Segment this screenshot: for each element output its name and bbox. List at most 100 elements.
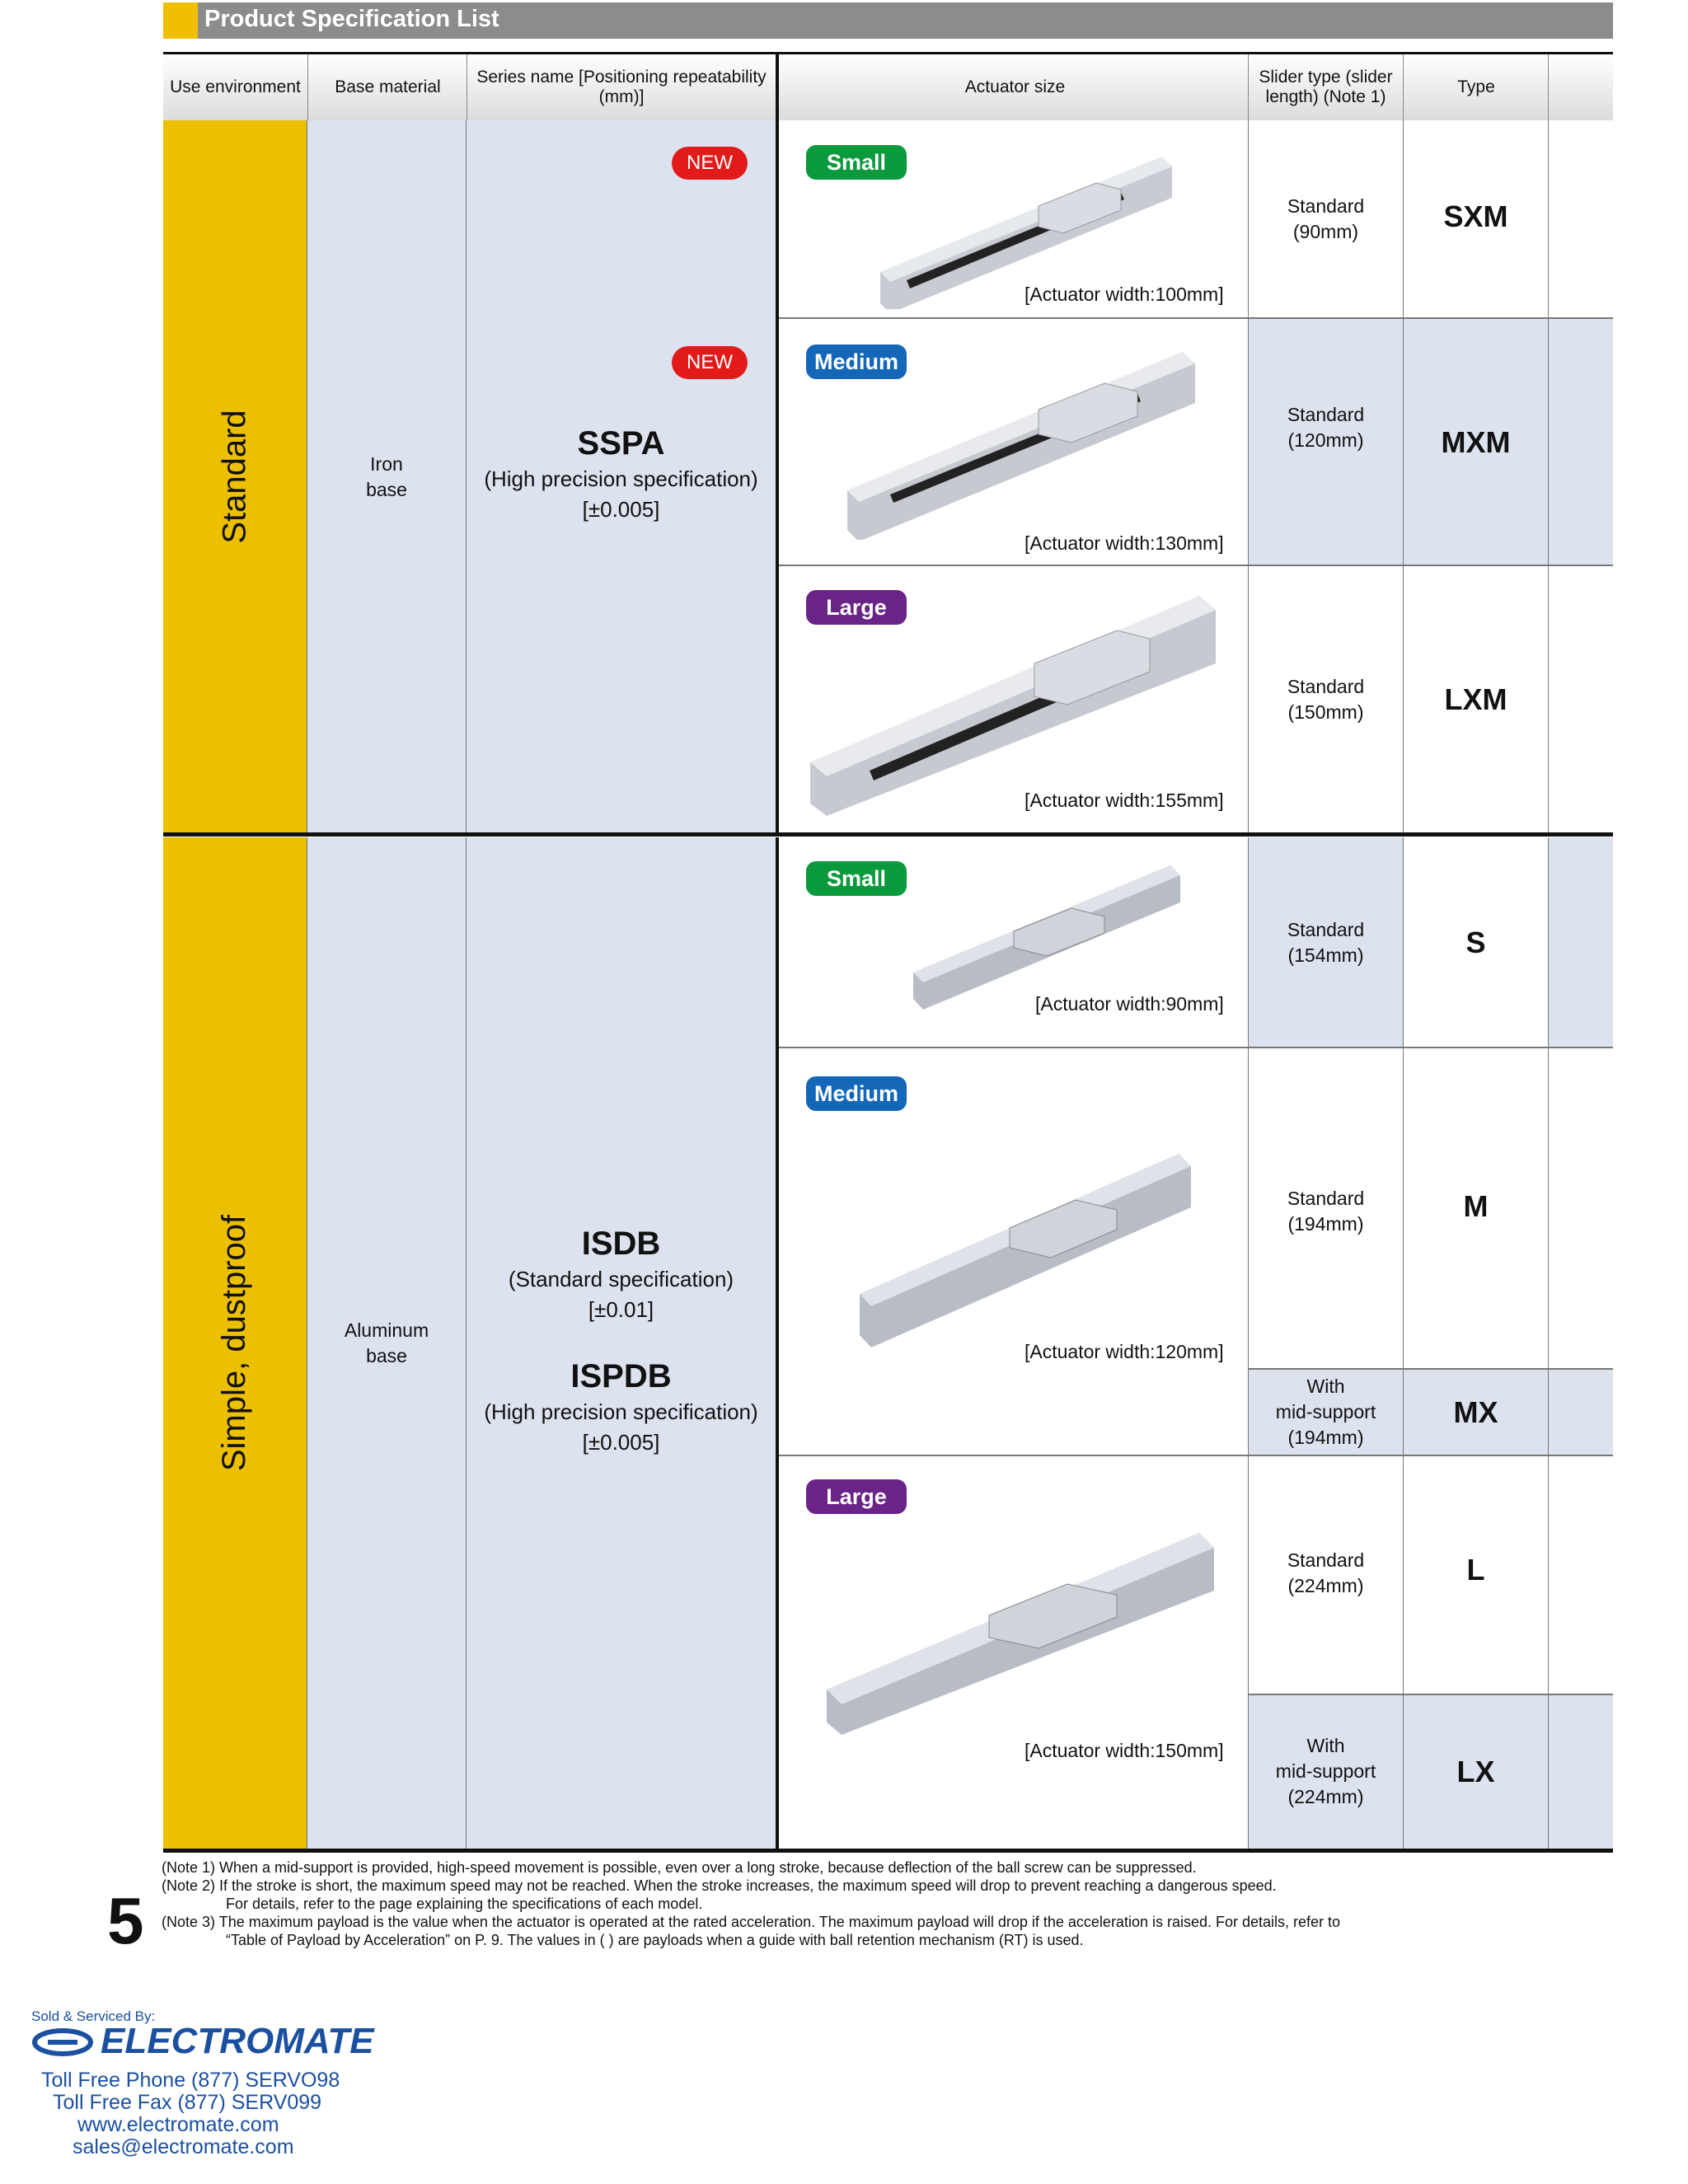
slider-cell-sxm: Standard (90mm): [1249, 120, 1404, 318]
slider-length: (150mm): [1287, 701, 1364, 723]
series-repeatability: [±0.01]: [588, 1296, 654, 1322]
base-material-iron: Iron base: [307, 120, 467, 833]
series-spec: (High precision specification): [484, 1399, 758, 1424]
type-mxm: MXM: [1404, 318, 1549, 565]
actuator-image-lxm: [810, 596, 1216, 816]
size-badge-medium: Medium: [806, 344, 907, 379]
actuator-image-sxm: [880, 157, 1172, 309]
note-3: (Note 3) The maximum payload is the valu…: [162, 1914, 1341, 1930]
row-divider: [779, 1047, 1613, 1048]
footer-website[interactable]: www.electromate.com: [77, 2113, 279, 2136]
header-base-material: Base material: [307, 54, 467, 120]
series-sspa: SSPA (High precision specification) [±0.…: [467, 120, 776, 833]
type-l: L: [1404, 1455, 1549, 1694]
env-standard: Standard: [163, 120, 307, 833]
slider-type: With: [1306, 1735, 1345, 1756]
size-badge-large: Large: [806, 590, 907, 625]
env-label: Simple, dustproof: [216, 1214, 253, 1472]
base-label: Aluminum base: [344, 1319, 429, 1366]
actuator-image-m: [860, 1154, 1191, 1347]
slider-cell-s: Standard (154mm): [1249, 837, 1404, 1047]
actuator-width-label: [Actuator width:130mm]: [1025, 532, 1224, 554]
series-spec: (High precision specification): [484, 466, 758, 491]
actuator-width-label: [Actuator width:150mm]: [1025, 1740, 1224, 1761]
header-series-name: Series name [Positioning repeatability (…: [467, 54, 776, 120]
extra-cell: [1549, 565, 1613, 833]
slider-type: Standard: [1287, 404, 1365, 425]
slider-mid-support: mid-support: [1275, 1760, 1376, 1782]
note-2-cont: For details, refer to the page explainin…: [226, 1896, 703, 1912]
slider-length: (194mm): [1287, 1427, 1364, 1448]
extra-cell: [1549, 1694, 1613, 1849]
type-lxm: LXM: [1404, 565, 1549, 833]
footer-phone: Toll Free Phone (877) SERVO98: [41, 2069, 340, 2092]
slider-type: Standard: [1287, 1188, 1365, 1209]
series-repeatability: [±0.005]: [582, 497, 660, 522]
series-isdb-ispdb: ISDB (Standard specification) [±0.01] IS…: [467, 837, 776, 1849]
slider-cell-mx: With mid-support (194mm): [1249, 1369, 1404, 1455]
header-slider-type: Slider type (slider length) (Note 1): [1248, 54, 1403, 120]
actuator-image-l: [827, 1533, 1214, 1735]
type-sxm: SXM: [1404, 120, 1549, 318]
group-divider: [163, 832, 1613, 837]
slider-length: (224mm): [1287, 1575, 1364, 1596]
slider-type: Standard: [1287, 675, 1365, 697]
note-2: (Note 2) If the stroke is short, the max…: [162, 1877, 1277, 1894]
header-actuator-size: Actuator size: [776, 54, 1251, 120]
section-title: Product Specification List: [204, 6, 499, 32]
slider-cell-mxm: Standard (120mm): [1249, 318, 1404, 565]
slider-length: (154mm): [1287, 944, 1364, 966]
slider-type: Standard: [1287, 1549, 1365, 1571]
slider-length: (120mm): [1287, 429, 1364, 451]
env-simple-dustproof: Simple, dustproof: [163, 837, 307, 1849]
slider-length: (90mm): [1292, 221, 1359, 242]
type-s: S: [1404, 837, 1549, 1047]
type-mx: MX: [1404, 1369, 1549, 1455]
actuator-width-label: [Actuator width:90mm]: [1035, 993, 1224, 1015]
series-repeatability: [±0.005]: [582, 1429, 660, 1455]
table-header: Use environment Base material Series nam…: [163, 52, 1613, 124]
actuator-width-label: [Actuator width:155mm]: [1025, 790, 1224, 811]
series-name: ISPDB: [570, 1357, 672, 1394]
extra-cell: [1549, 1455, 1613, 1694]
type-m: M: [1404, 1047, 1549, 1369]
slider-type: Standard: [1287, 195, 1365, 217]
row-divider: [779, 565, 1613, 566]
sold-serviced-label: Sold & Serviced By:: [31, 2008, 156, 2024]
actuator-image-mxm: [847, 352, 1195, 540]
series-name: SSPA: [577, 425, 665, 462]
page-number: 5: [107, 1884, 144, 1957]
footer-email[interactable]: sales@electromate.com: [73, 2135, 294, 2158]
extra-cell: [1549, 318, 1613, 565]
header-use-environment: Use environment: [170, 77, 301, 96]
size-badge-small: Small: [806, 861, 907, 896]
actuator-image-s: [913, 865, 1180, 1010]
brand-name: ELECTROMATE: [101, 2021, 374, 2061]
size-badge-small: Small: [806, 145, 907, 180]
title-accent: [163, 2, 198, 39]
slider-cell-lxm: Standard (150mm): [1249, 565, 1404, 833]
actuator-width-label: [Actuator width:100mm]: [1025, 284, 1224, 305]
base-label: Iron base: [366, 452, 407, 500]
table-bottom-border: [163, 1849, 1613, 1853]
size-badge-large: Large: [806, 1479, 907, 1514]
section-title-bar: Product Specification List: [163, 2, 1613, 39]
extra-cell: [1549, 1369, 1613, 1455]
slider-mid-support: mid-support: [1275, 1401, 1376, 1422]
env-label: Standard: [216, 410, 253, 544]
row-divider: [779, 1455, 1613, 1456]
slider-cell-lx: With mid-support (224mm): [1249, 1694, 1404, 1849]
actuator-width-label: [Actuator width:120mm]: [1025, 1341, 1224, 1362]
row-divider: [1249, 1368, 1613, 1370]
new-badge: NEW: [672, 147, 748, 180]
slider-type: Standard: [1287, 918, 1365, 940]
row-divider: [779, 317, 1613, 319]
base-material-aluminum: Aluminum base: [307, 837, 467, 1849]
slider-cell-m: Standard (194mm): [1249, 1047, 1404, 1369]
series-spec: (Standard specification): [508, 1266, 734, 1291]
header-type: Type: [1403, 54, 1549, 120]
extra-cell: [1549, 1047, 1613, 1369]
series-name: ISDB: [581, 1225, 661, 1262]
electromate-logo-icon: [32, 2028, 93, 2056]
size-badge-medium: Medium: [806, 1076, 907, 1111]
